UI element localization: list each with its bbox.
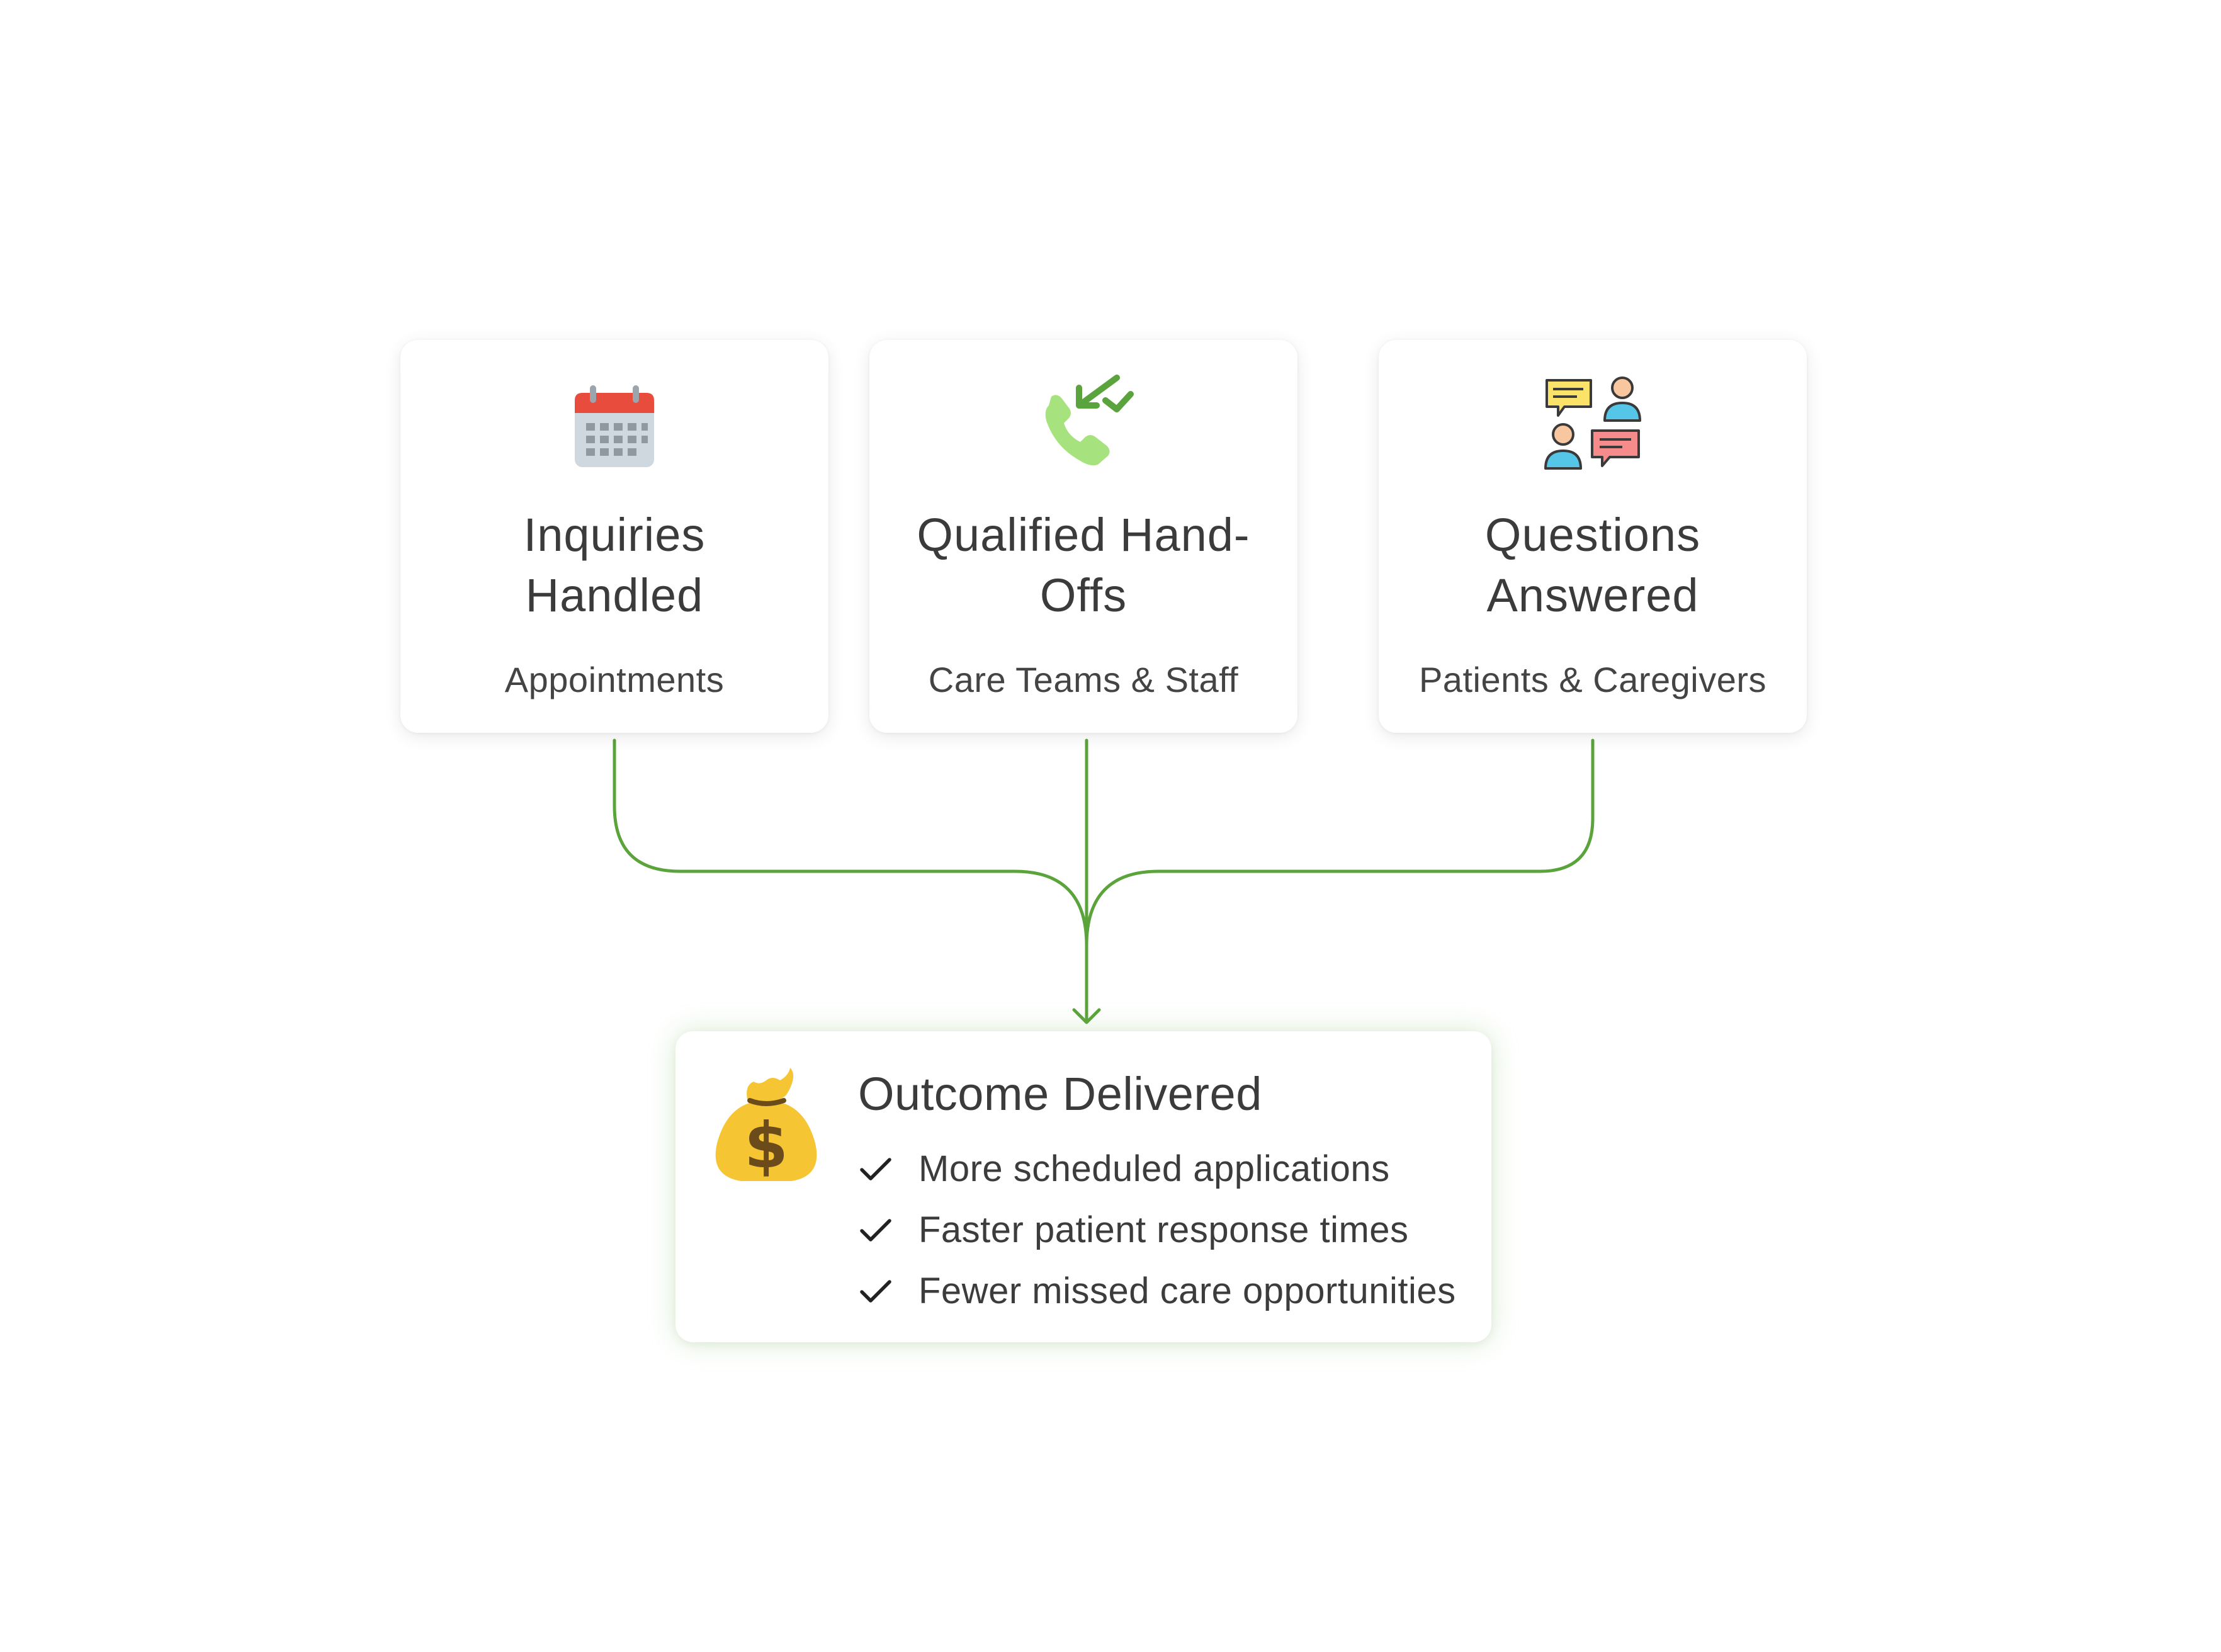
outcome-list: More scheduled applications Faster patie… <box>858 1138 1456 1321</box>
list-item-text: More scheduled applications <box>918 1148 1390 1189</box>
conversation-icon <box>1539 373 1646 480</box>
card-title-line: Answered <box>1486 569 1699 621</box>
card-title: Qualified Hand- Offs <box>882 505 1285 626</box>
check-icon <box>858 1153 893 1185</box>
outcome-card: $ Outcome Delivered More scheduled appli… <box>675 1031 1491 1342</box>
connector-right <box>1085 738 1595 948</box>
card-inquiries-handled: Inquiries Handled Appointments <box>400 340 828 733</box>
list-item: Faster patient response times <box>858 1199 1456 1260</box>
list-item-text: Faster patient response times <box>918 1209 1409 1250</box>
check-icon <box>858 1214 893 1246</box>
money-bag-icon: $ <box>709 1063 823 1189</box>
card-subtitle: Appointments <box>504 660 725 699</box>
list-item-text: Fewer missed care opportunities <box>918 1270 1456 1311</box>
calendar-icon <box>561 373 668 480</box>
svg-text:$: $ <box>744 1109 788 1182</box>
card-title-line: Questions <box>1484 509 1701 561</box>
phone-transfer-icon <box>1030 373 1137 480</box>
card-title-line: Handled <box>525 569 704 621</box>
card-title: Questions Answered <box>1391 505 1794 626</box>
card-subtitle: Patients & Caregivers <box>1418 660 1767 699</box>
outcome-title: Outcome Delivered <box>858 1068 1262 1120</box>
card-title-line: Inquiries <box>523 509 706 561</box>
card-title: Inquiries Handled <box>413 505 816 626</box>
list-item: More scheduled applications <box>858 1138 1456 1199</box>
check-icon <box>858 1276 893 1307</box>
connector-left <box>613 738 1088 948</box>
card-subtitle: Care Teams & Staff <box>928 660 1239 699</box>
list-item: Fewer missed care opportunities <box>858 1260 1456 1321</box>
card-qualified-hand-offs: Qualified Hand- Offs Care Teams & Staff <box>869 340 1297 733</box>
card-title-line: Qualified Hand- <box>917 509 1250 561</box>
card-questions-answered: Questions Answered Patients & Caregivers <box>1379 340 1807 733</box>
connector-arrowhead <box>1072 1008 1101 1024</box>
card-title-line: Offs <box>1039 569 1127 621</box>
